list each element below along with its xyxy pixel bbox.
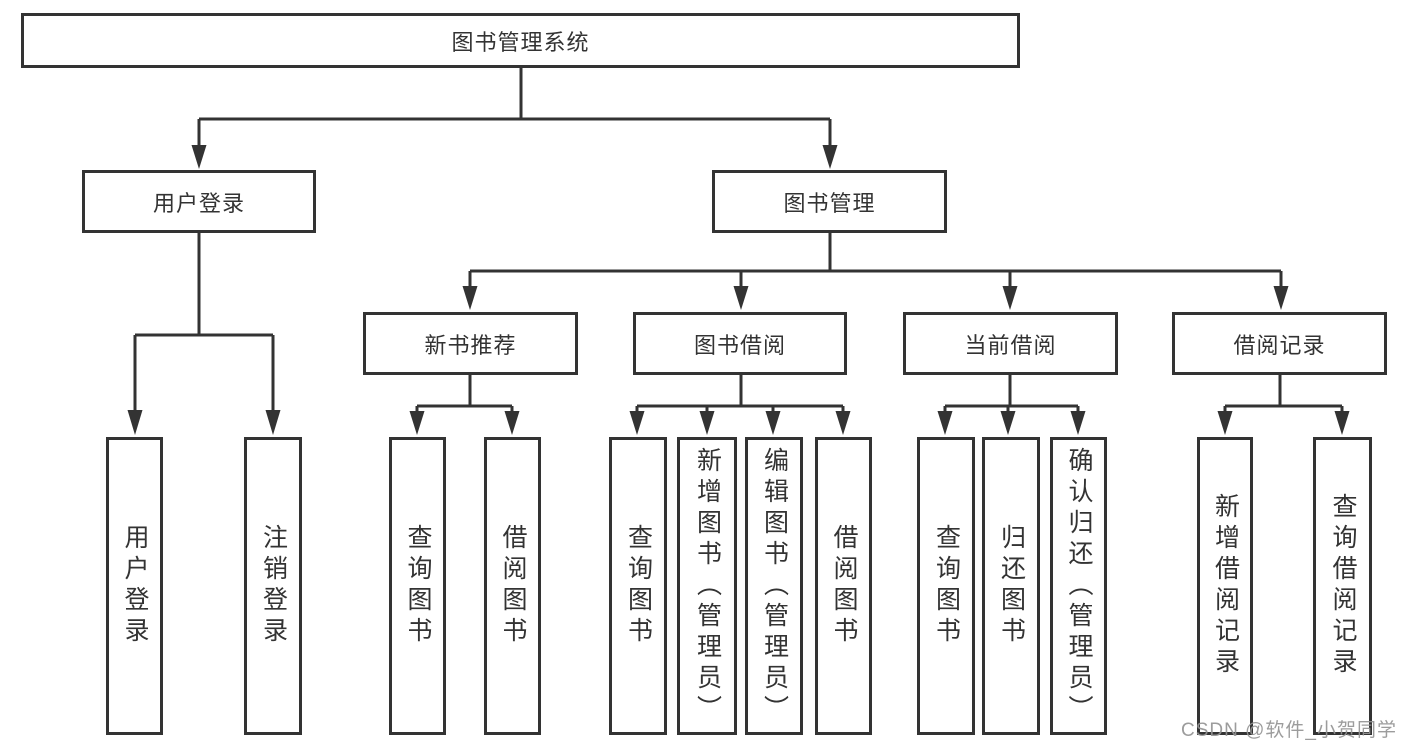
leaf-query-books-2: 查询图书 [609, 437, 667, 735]
leaf-label: 查询图书 [624, 524, 653, 648]
leaf-label: 注销登录 [259, 524, 288, 648]
leaf-label: 查询借阅记录 [1329, 493, 1357, 679]
leaf-label: 新增借阅记录 [1211, 493, 1240, 679]
leaf-edit-book-admin: 编辑图书（管理员） [745, 437, 803, 735]
leaf-label: 借阅图书 [499, 524, 527, 648]
leaf-label: 查询图书 [404, 524, 432, 648]
node-root-library-system: 图书管理系统 [21, 13, 1020, 68]
leaf-confirm-return-admin: 确认归还（管理员） [1050, 437, 1107, 735]
leaf-add-book-admin: 新增图书（管理员） [677, 437, 737, 735]
node-current-borrow: 当前借阅 [903, 312, 1118, 375]
leaf-query-borrow-record: 查询借阅记录 [1313, 437, 1372, 735]
node-borrow-record: 借阅记录 [1172, 312, 1387, 375]
leaf-return-book: 归还图书 [982, 437, 1040, 735]
leaf-borrow-books-1: 借阅图书 [484, 437, 541, 735]
leaf-borrow-books-2: 借阅图书 [815, 437, 872, 735]
leaf-add-borrow-record: 新增借阅记录 [1197, 437, 1253, 735]
node-new-book-recommend: 新书推荐 [363, 312, 578, 375]
leaf-label: 编辑图书（管理员） [760, 446, 789, 726]
csdn-watermark: CSDN @软件_小贺同学 [1181, 720, 1397, 741]
node-user-login: 用户登录 [82, 170, 316, 233]
leaf-query-books-1: 查询图书 [389, 437, 446, 735]
leaf-label: 查询图书 [932, 524, 961, 648]
leaf-label: 确认归还（管理员） [1065, 446, 1093, 726]
leaf-query-books-3: 查询图书 [917, 437, 975, 735]
leaf-label: 新增图书（管理员） [693, 446, 722, 726]
leaf-label: 用户登录 [121, 524, 149, 648]
node-book-borrow: 图书借阅 [633, 312, 847, 375]
arrowheads [127, 145, 1350, 435]
leaf-label: 借阅图书 [830, 524, 858, 648]
node-book-management: 图书管理 [712, 170, 947, 233]
leaf-user-login: 用户登录 [106, 437, 163, 735]
leaf-logout: 注销登录 [244, 437, 302, 735]
leaf-label: 归还图书 [997, 524, 1026, 648]
